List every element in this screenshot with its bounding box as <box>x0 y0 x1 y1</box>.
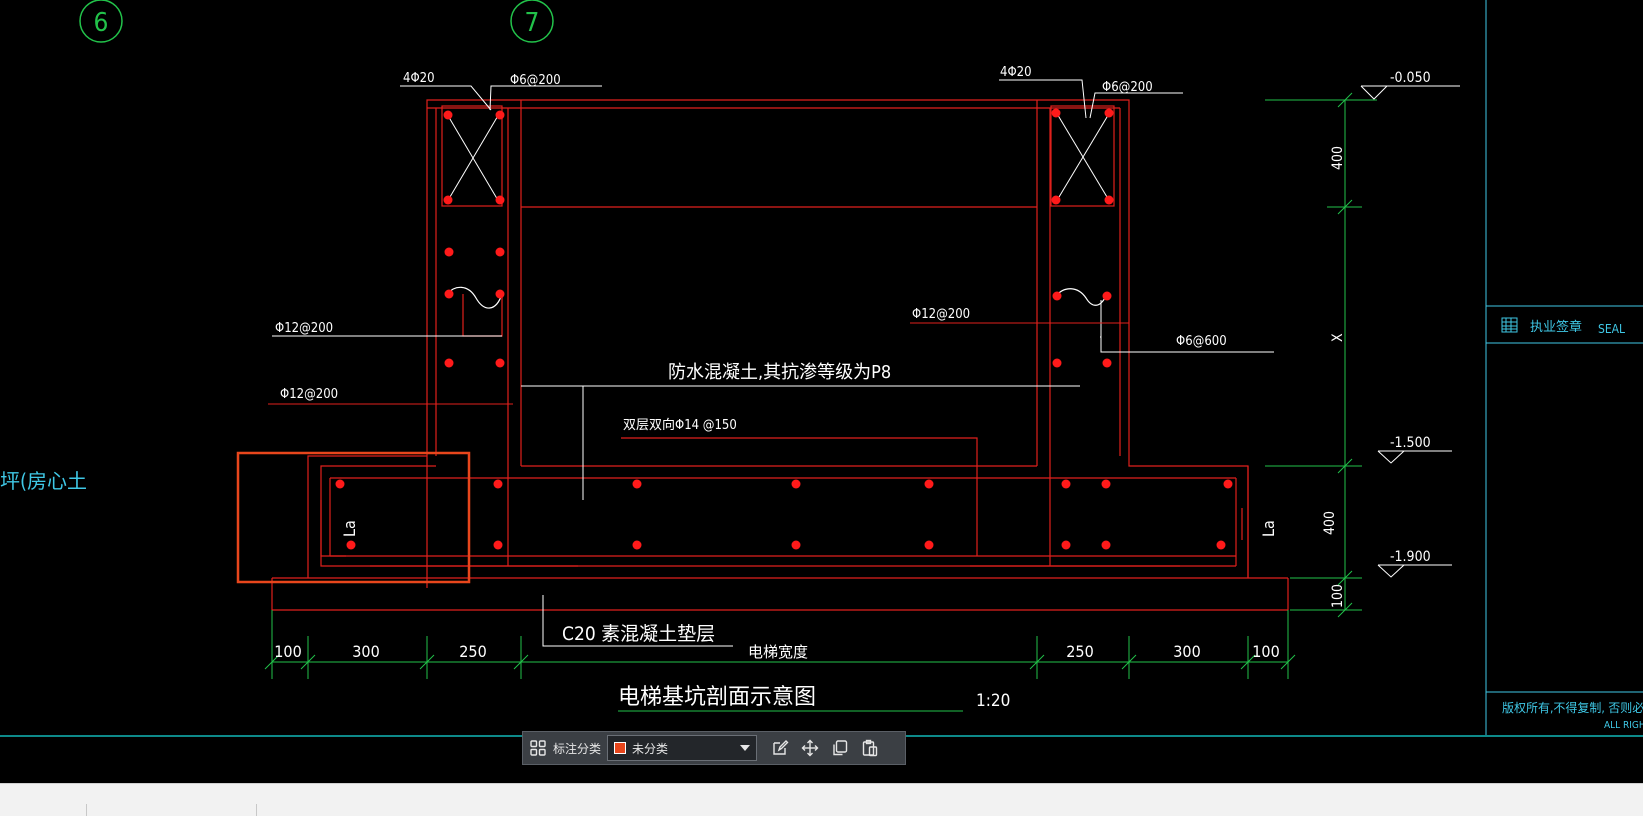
elevation-top: -0.050 <box>1390 70 1431 86</box>
note-left-cut: 坪(房心土 <box>0 469 87 493</box>
label-slab-rebar: 双层双向Φ14 @150 <box>623 417 737 433</box>
paste-icon[interactable] <box>855 733 885 763</box>
chevron-down-icon <box>740 745 751 751</box>
elevation-bottom: -1.900 <box>1390 549 1431 565</box>
hdim-300-right: 300 <box>1173 642 1200 661</box>
grid-axis-6: 6 <box>79 0 123 43</box>
vdim-x: X <box>1330 333 1346 342</box>
category-label: 标注分类 <box>553 741 602 756</box>
pit-section-outline <box>271 99 1289 611</box>
cad-canvas[interactable]: 6 7 <box>0 0 1643 735</box>
status-bar <box>0 783 1643 816</box>
grid-axis-label: 7 <box>525 8 540 38</box>
copy-icon[interactable] <box>825 733 855 763</box>
grid-axis-label: 6 <box>94 8 109 38</box>
lap-label-right: La <box>1259 520 1278 537</box>
selection-frame[interactable] <box>236 451 471 584</box>
horizontal-dimension <box>264 610 1296 679</box>
label-top-right-main: 4Φ20 <box>1000 65 1032 80</box>
grid-icon[interactable] <box>523 733 553 763</box>
hdim-250-right: 250 <box>1066 642 1093 661</box>
hdim-300-left: 300 <box>352 642 379 661</box>
category-select[interactable]: 未分类 <box>607 735 758 761</box>
move-icon[interactable] <box>795 733 825 763</box>
label-top-right-stirrup: Φ6@200 <box>1102 80 1153 95</box>
label-right-tie: Φ6@600 <box>1176 334 1227 349</box>
label-right-wall: Φ12@200 <box>912 307 970 322</box>
drawing-title: 电梯基坑剖面示意图 <box>618 685 816 710</box>
category-color-swatch <box>614 742 627 754</box>
vdim-400-top: 400 <box>1330 146 1346 170</box>
note-waterproof: 防水混凝土,其抗渗等级为P8 <box>668 362 891 383</box>
vdim-400-bottom: 400 <box>1322 511 1338 535</box>
hdim-elevator-width: 电梯宽度 <box>748 643 808 661</box>
hdim-100-right: 100 <box>1252 642 1279 661</box>
stamp-label: 执业签章 <box>1530 319 1582 335</box>
elevation-markers <box>1360 85 1460 578</box>
seal-label: SEAL <box>1598 322 1625 336</box>
hdim-250-left: 250 <box>459 642 486 661</box>
grid-axis-7: 7 <box>510 0 554 43</box>
vdim-100: 100 <box>1330 584 1346 608</box>
category-value: 未分类 <box>632 741 669 756</box>
elevation-mid: -1.500 <box>1390 435 1431 451</box>
annotation-toolbar: 标注分类 未分类 <box>522 731 906 765</box>
rebar-dots <box>335 108 1233 550</box>
vertical-dimension <box>1265 92 1377 618</box>
red-leaders <box>268 322 1129 405</box>
hdim-100-left: 100 <box>274 642 301 661</box>
rights-text: ALL RIGH <box>1604 720 1643 731</box>
note-cushion: C20 素混凝土垫层 <box>562 623 715 645</box>
stirrup-crosses <box>446 111 1111 203</box>
label-left-wall-1: Φ12@200 <box>275 321 333 336</box>
lap-marks <box>320 294 1243 567</box>
copyright-text: 版权所有,不得复制, 否则必 <box>1502 700 1643 715</box>
stamp-icon <box>1501 317 1518 333</box>
title-block <box>1485 0 1643 735</box>
lap-label-left: La <box>340 520 359 537</box>
leader-lines <box>272 79 1274 647</box>
label-top-left-stirrup: Φ6@200 <box>510 73 561 88</box>
edit-icon[interactable] <box>765 733 795 763</box>
label-top-left-main: 4Φ20 <box>403 71 435 86</box>
drawing-scale: 1:20 <box>976 691 1010 711</box>
label-left-wall-2: Φ12@200 <box>280 387 338 402</box>
hook-curves <box>446 286 1107 309</box>
section-drawing[interactable]: 6 7 <box>0 0 1643 735</box>
